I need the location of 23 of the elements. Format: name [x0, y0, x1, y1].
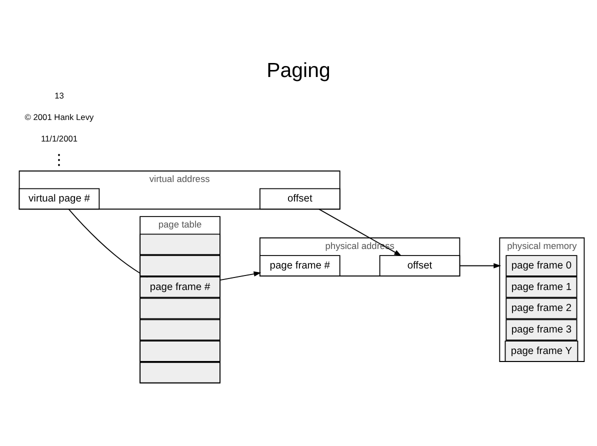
node-box	[140, 297, 220, 319]
node-box	[140, 233, 220, 255]
label: © 2001 Hank Levy	[24, 112, 94, 122]
node-box: virtual page #	[18, 188, 100, 210]
node-box: page frame Y	[504, 340, 578, 362]
node-box: page frame 0	[506, 254, 578, 276]
node-box	[140, 318, 220, 340]
label: 13	[54, 90, 64, 100]
diagram-title: Paging	[266, 58, 330, 82]
node-box: offset	[379, 254, 460, 276]
node-box: offset	[259, 188, 340, 210]
node-box: page frame #	[259, 254, 340, 276]
arrow	[220, 270, 262, 280]
label: ⋮	[52, 152, 67, 168]
arrow	[459, 262, 502, 268]
arrow	[318, 208, 402, 256]
node-box: page frame 2	[506, 297, 578, 319]
node-box	[140, 340, 220, 362]
node-box: page frame 1	[506, 276, 578, 298]
node-box	[140, 361, 220, 383]
node-box: page frame #	[140, 276, 220, 298]
label: 11/1/2001	[40, 132, 78, 143]
node-box: page frame 3	[506, 318, 578, 340]
